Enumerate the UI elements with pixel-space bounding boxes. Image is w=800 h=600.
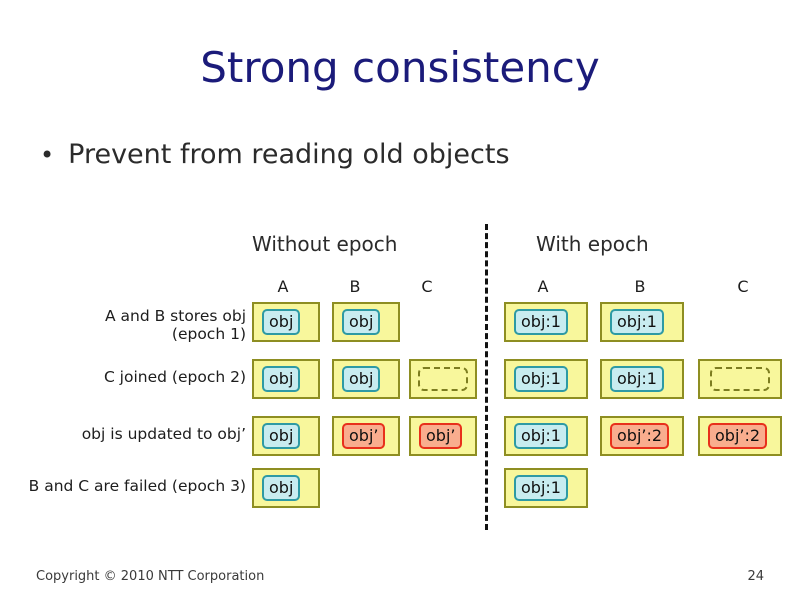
- object-pill-updated: obj’:2: [708, 423, 768, 449]
- row-label-epoch-3: B and C are failed (epoch 3): [28, 477, 246, 495]
- node-box-left-r4-a: obj: [252, 468, 320, 508]
- section-heading-without-epoch: Without epoch: [252, 232, 398, 256]
- footer-page-number: 24: [747, 569, 764, 584]
- row-label-epoch-2: C joined (epoch 2): [103, 368, 246, 386]
- column-header-right-c: C: [737, 277, 749, 296]
- node-box-left-r1-a: obj: [252, 302, 320, 342]
- footer-copyright: Copyright © 2010 NTT Corporation: [36, 569, 265, 584]
- node-box-right-r2-b: obj:1: [600, 359, 684, 399]
- node-box-left-r2-a: obj: [252, 359, 320, 399]
- object-pill: obj: [342, 309, 381, 335]
- node-box-left-r3-c: obj’: [409, 416, 477, 456]
- node-box-left-r2-b: obj: [332, 359, 400, 399]
- node-box-left-r2-c: [409, 359, 477, 399]
- object-pill: obj: [262, 475, 301, 501]
- object-pill: obj: [342, 366, 381, 392]
- node-box-right-r4-a: obj:1: [504, 468, 588, 508]
- object-pill: obj:1: [514, 366, 568, 392]
- empty-object-placeholder-icon: [418, 367, 468, 391]
- row-label-obj-updated: obj is updated to obj’: [81, 425, 246, 443]
- section-heading-with-epoch: With epoch: [536, 232, 649, 256]
- object-pill: obj: [262, 423, 301, 449]
- node-box-right-r3-b: obj’:2: [600, 416, 684, 456]
- object-pill: obj:1: [610, 309, 664, 335]
- node-box-left-r3-a: obj: [252, 416, 320, 456]
- object-pill: obj: [262, 309, 301, 335]
- object-pill-updated: obj’: [419, 423, 463, 449]
- page-title: Strong consistency: [200, 43, 600, 92]
- column-header-right-a: A: [537, 277, 549, 296]
- column-header-left-c: C: [421, 277, 433, 296]
- node-box-right-r3-a: obj:1: [504, 416, 588, 456]
- object-pill: obj:1: [514, 475, 568, 501]
- object-pill: obj:1: [610, 366, 664, 392]
- node-box-left-r1-b: obj: [332, 302, 400, 342]
- column-header-left-b: B: [349, 277, 361, 296]
- column-header-right-b: B: [634, 277, 646, 296]
- object-pill: obj:1: [514, 309, 568, 335]
- node-box-right-r3-c: obj’:2: [698, 416, 782, 456]
- row-label-epoch-1: A and B stores obj (epoch 1): [104, 307, 246, 343]
- node-box-right-r2-a: obj:1: [504, 359, 588, 399]
- bullet-item-label: Prevent from reading old objects: [68, 139, 510, 170]
- node-box-right-r1-b: obj:1: [600, 302, 684, 342]
- object-pill-updated: obj’: [342, 423, 386, 449]
- node-box-left-r3-b: obj’: [332, 416, 400, 456]
- empty-object-placeholder-icon: [710, 367, 770, 391]
- object-pill-updated: obj’:2: [610, 423, 670, 449]
- node-box-right-r1-a: obj:1: [504, 302, 588, 342]
- bullet-marker-icon: •: [40, 141, 55, 169]
- object-pill: obj: [262, 366, 301, 392]
- node-box-right-r2-c: [698, 359, 782, 399]
- column-header-left-a: A: [277, 277, 289, 296]
- section-divider: [485, 224, 488, 530]
- bullet-item: • Prevent from reading old objects: [40, 138, 740, 172]
- object-pill: obj:1: [514, 423, 568, 449]
